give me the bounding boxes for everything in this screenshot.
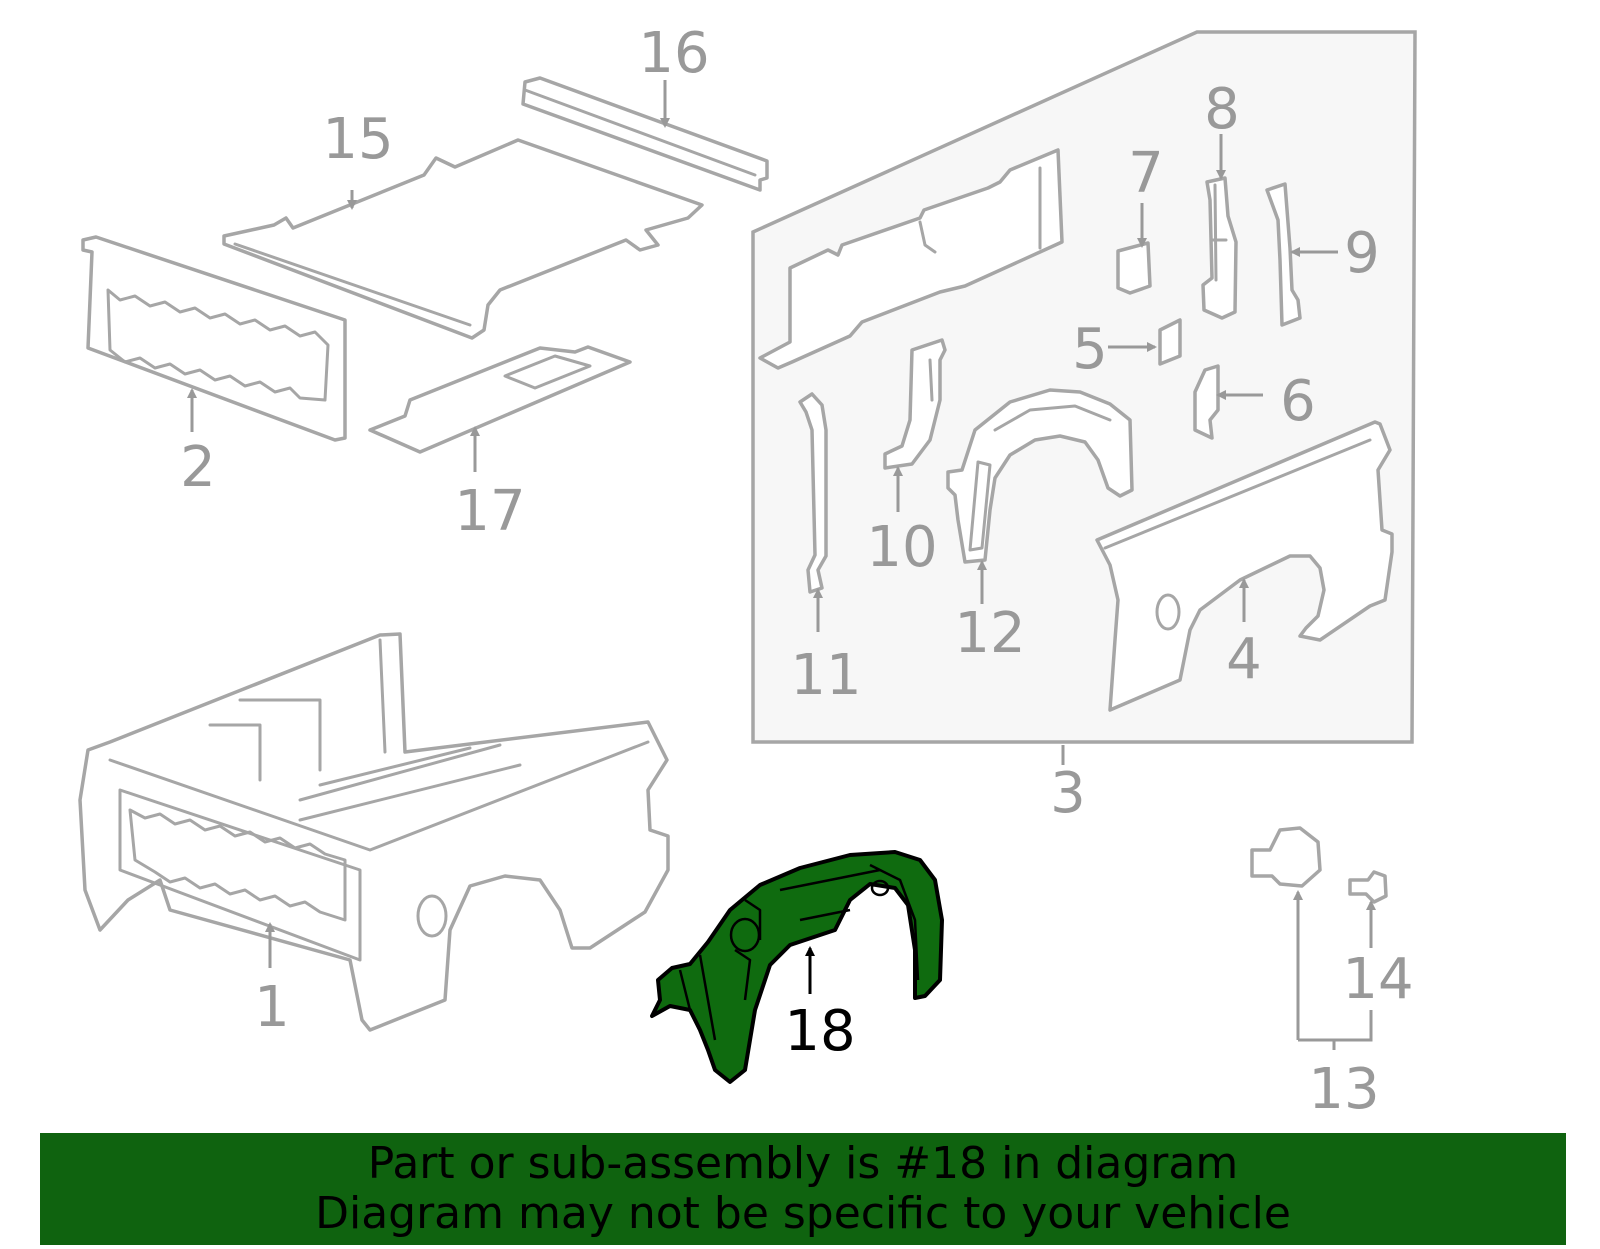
part-12-wheelhouse — [946, 388, 1134, 564]
leader-lines — [187, 80, 1376, 1050]
callout-6[interactable]: 6 — [1280, 369, 1316, 434]
part-9-pillar — [1265, 182, 1302, 327]
callout-13[interactable]: 13 — [1308, 1057, 1379, 1122]
callout-7[interactable]: 7 — [1128, 141, 1164, 206]
part-7-bracket — [1116, 241, 1152, 295]
callout-1[interactable]: 1 — [254, 975, 290, 1040]
callout-labels: 1 2 3 4 5 6 7 8 9 10 11 12 13 14 15 16 1… — [180, 21, 1413, 1122]
callout-8[interactable]: 8 — [1204, 77, 1240, 142]
callout-4[interactable]: 4 — [1226, 627, 1262, 692]
callout-18[interactable]: 18 — [784, 999, 855, 1064]
callout-12[interactable]: 12 — [954, 601, 1025, 666]
callout-2[interactable]: 2 — [180, 435, 216, 500]
callout-16[interactable]: 16 — [638, 21, 709, 86]
part-1-pickup-box — [78, 632, 670, 1032]
part-13-bracket — [1250, 826, 1322, 888]
callout-14[interactable]: 14 — [1342, 947, 1413, 1012]
part-14-bolt — [1348, 870, 1388, 904]
banner-line-disclaimer: Diagram may not be specific to your vehi… — [315, 1188, 1291, 1239]
callout-17[interactable]: 17 — [454, 479, 525, 544]
part-10-bracket — [883, 338, 947, 470]
part-16-cross-rail — [521, 76, 769, 192]
part-2-front-panel — [81, 235, 347, 442]
callout-5[interactable]: 5 — [1072, 317, 1108, 382]
callout-9[interactable]: 9 — [1344, 221, 1380, 286]
banner-line-part-info: Part or sub-assembly is #18 in diagram — [367, 1138, 1239, 1189]
callout-10[interactable]: 10 — [866, 515, 937, 580]
part-4-outer-panel — [1095, 420, 1394, 712]
callout-3[interactable]: 3 — [1050, 761, 1086, 826]
part-8-pillar — [1201, 176, 1238, 320]
part-18-wheelhouse-highlighted[interactable] — [650, 850, 944, 1084]
part-17-floor-reinforcement — [368, 345, 632, 454]
callout-15[interactable]: 15 — [322, 107, 393, 172]
part-5-plate — [1158, 318, 1182, 366]
part-6-bracket — [1193, 364, 1220, 440]
callout-11[interactable]: 11 — [790, 643, 861, 708]
part-inner-panel — [758, 148, 1064, 370]
info-banner: Part or sub-assembly is #18 in diagram D… — [40, 1133, 1566, 1245]
part-15-floor-panel — [222, 138, 704, 340]
